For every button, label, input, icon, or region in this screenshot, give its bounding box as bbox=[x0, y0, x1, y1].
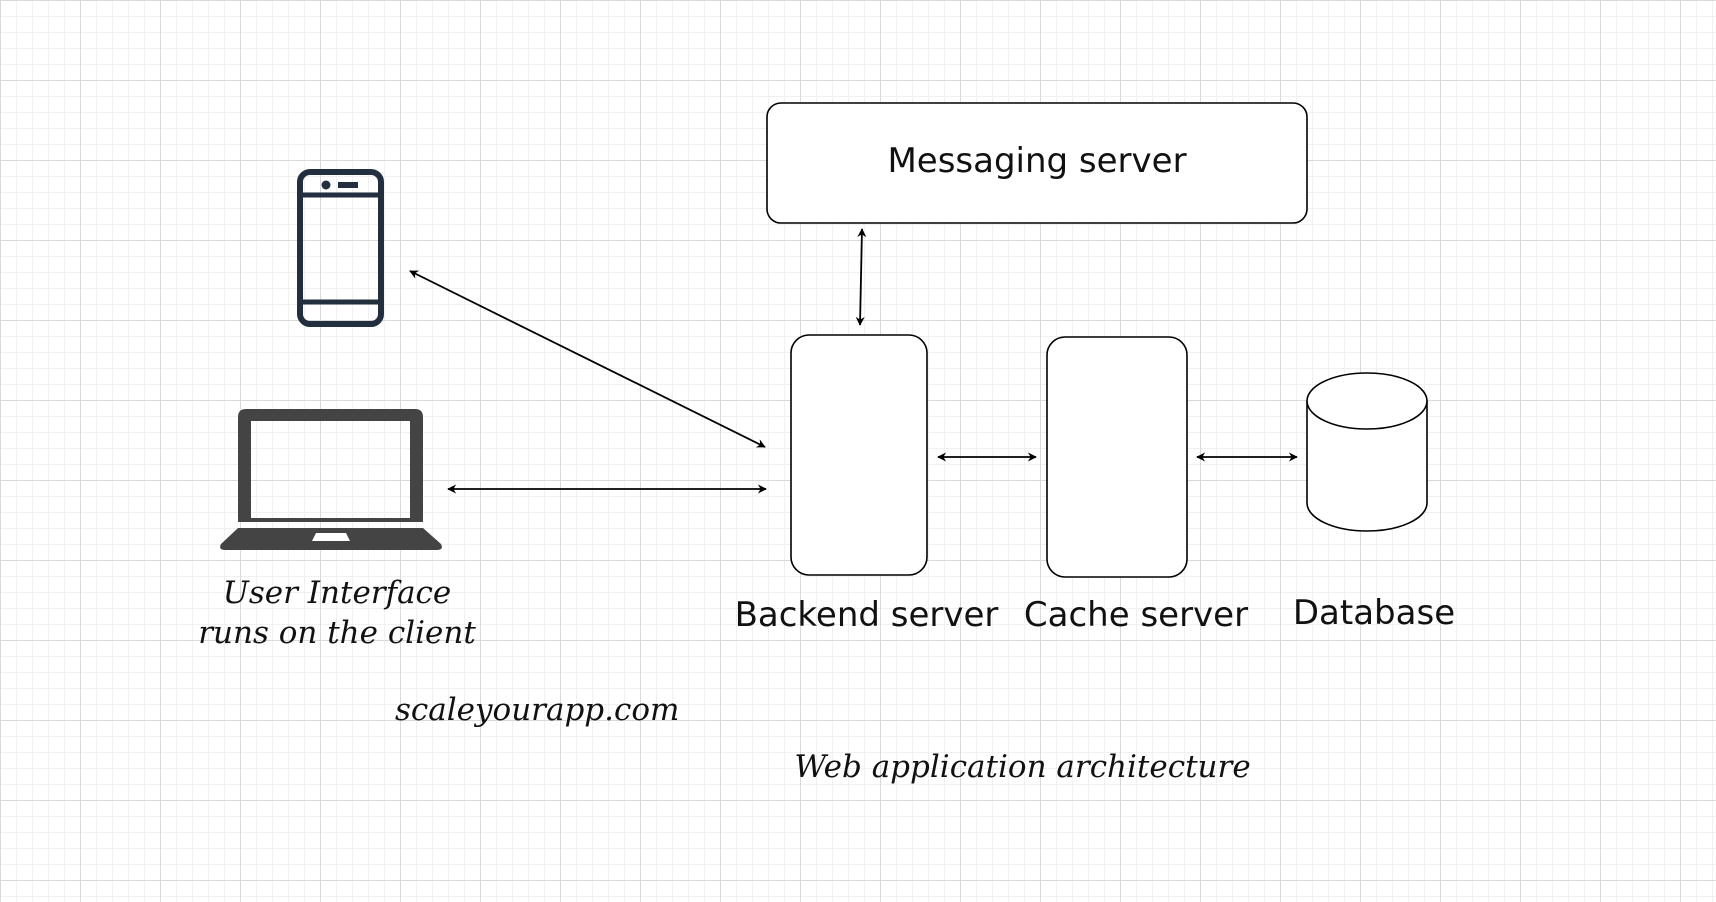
database-label: Database bbox=[1292, 593, 1456, 633]
laptop-icon bbox=[220, 409, 442, 550]
cache-server-box[interactable] bbox=[1046, 336, 1188, 578]
smartphone-icon bbox=[297, 169, 384, 327]
phone-backend-connector bbox=[409, 270, 766, 448]
cache-server-label: Cache server bbox=[1023, 595, 1249, 635]
client-label-line1: User Interface bbox=[222, 575, 452, 611]
backend-server-label: Backend server bbox=[734, 595, 999, 635]
messaging-backend-connector bbox=[855, 228, 867, 326]
client-label-line2: runs on the client bbox=[198, 615, 476, 651]
diagram-caption: Web application architecture bbox=[794, 749, 1251, 785]
database-cylinder-icon[interactable] bbox=[1306, 372, 1428, 532]
backend-server-box[interactable] bbox=[790, 334, 928, 576]
messaging-server-label: Messaging server bbox=[887, 141, 1187, 181]
messaging-server-box[interactable] bbox=[766, 102, 1308, 224]
watermark: scaleyourapp.com bbox=[395, 692, 680, 728]
